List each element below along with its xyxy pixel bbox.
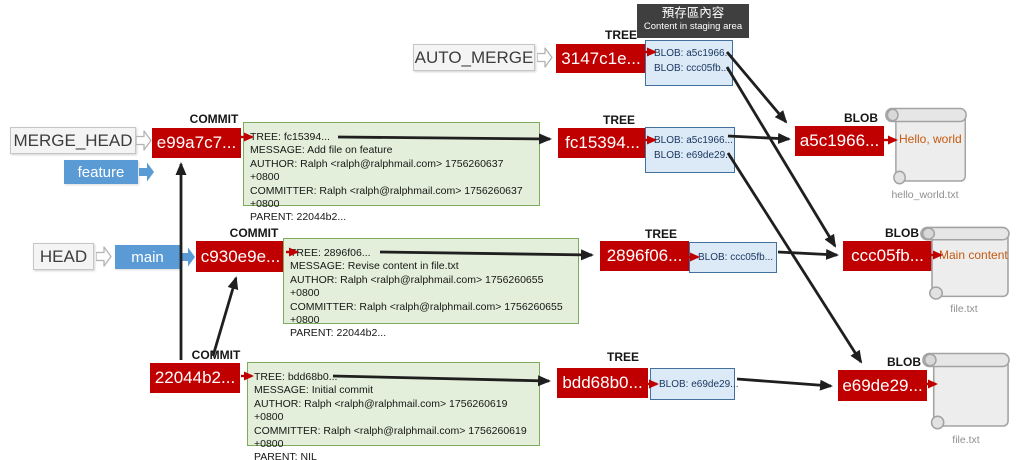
commit-line: COMMITTER: Ralph <ralph@ralphmail.com> 1… xyxy=(254,424,527,451)
ref-merge-head: MERGE_HEAD xyxy=(10,127,136,154)
commit-line: PARENT: 22044b2... xyxy=(250,211,347,224)
tree-label-feature: TREE xyxy=(602,113,635,127)
tree-entries-main: BLOB: ccc05fb... xyxy=(689,242,777,273)
commit-line: AUTHOR: Ralph <ralph@ralphmail.com> 1756… xyxy=(290,273,544,300)
branch-feature: feature xyxy=(64,160,138,184)
tree-entry: BLOB: a5c1966... xyxy=(654,135,733,146)
commit-line: COMMITTER: Ralph <ralph@ralphmail.com> 1… xyxy=(290,300,563,327)
branch-main: main xyxy=(115,245,180,269)
hollow-arrow-icon xyxy=(136,130,152,151)
hollow-arrow-icon xyxy=(96,246,112,267)
arrow-staged-entry-to-blob-main xyxy=(725,66,837,248)
commit-line: AUTHOR: Ralph <ralph@ralphmail.com> 1756… xyxy=(250,157,504,184)
commit-details-main: TREE: 2896f06... MESSAGE: Revise content… xyxy=(283,238,579,339)
tree-entries-feature: BLOB: a5c1966... BLOB: e69de29... xyxy=(645,127,735,173)
tree-entries-initial: BLOB: e69de29... xyxy=(650,368,739,400)
commit-label-initial: COMMIT xyxy=(191,348,241,362)
staging-note-en: Content in staging area xyxy=(643,21,743,32)
arrow-initial-entry-to-blob-empty xyxy=(736,377,833,391)
commit-line: PARENT: NIL xyxy=(254,451,317,460)
file-content-main: Main content xyxy=(939,248,1008,262)
tree-node-staged: 3147c1e... xyxy=(556,44,646,73)
commit-line: TREE: 2896f06... xyxy=(290,247,371,259)
arrow-main-entry-to-blob-main xyxy=(777,248,839,260)
commit-line: AUTHOR: Ralph <ralph@ralphmail.com> 1756… xyxy=(254,397,508,424)
commit-details-feature: TREE: fc15394... MESSAGE: Add file on fe… xyxy=(243,122,540,223)
tree-entry: BLOB: e69de29... xyxy=(659,378,739,390)
commit-line: PARENT: 22044b2... xyxy=(290,327,387,340)
commit-line: MESSAGE: Revise content in file.txt xyxy=(290,260,459,273)
solid-arrow-icon xyxy=(139,162,154,182)
commit-line: TREE: fc15394... xyxy=(250,131,330,143)
file-name-main: file.txt xyxy=(950,303,978,315)
scroll-file-icon xyxy=(885,107,967,185)
tree-node-initial: bdd68b0... xyxy=(557,368,648,398)
blob-label-hello: BLOB xyxy=(844,111,878,125)
tree-label-staged: TREE xyxy=(604,28,637,42)
arrow-initial-to-main-commit xyxy=(211,276,239,357)
commit-details-initial: TREE: bdd68b0... MESSAGE: Initial commit… xyxy=(247,362,540,460)
commit-node-feature: e99a7c7... xyxy=(152,128,241,158)
arrow-feature-entry-to-blob-hello xyxy=(727,132,791,144)
staging-area-note: 預存區內容 Content in staging area xyxy=(637,4,749,38)
staging-note-zh: 預存區內容 xyxy=(661,6,725,20)
file-name-empty: file.txt xyxy=(952,434,980,446)
commit-label-feature: COMMIT xyxy=(189,112,239,126)
tree-entries-staged: BLOB: a5c1966... BLOB: ccc05fb... xyxy=(645,40,733,86)
commit-line: COMMITTER: Ralph <ralph@ralphmail.com> 1… xyxy=(250,184,523,211)
file-content-hello: Hello, world xyxy=(899,132,962,146)
blob-label-empty: BLOB xyxy=(887,355,921,369)
commit-line: MESSAGE: Initial commit xyxy=(254,384,374,397)
ref-auto-merge: AUTO_MERGE xyxy=(413,44,535,71)
tree-entry: BLOB: a5c1966... xyxy=(654,48,733,59)
tree-node-main: 2896f06... xyxy=(600,241,689,271)
file-name-hello: hello_world.txt xyxy=(891,189,959,201)
commit-line: TREE: bdd68b0... xyxy=(254,371,338,383)
tree-entry: BLOB: ccc05fb... xyxy=(698,252,774,263)
tree-label-main: TREE xyxy=(644,227,677,241)
tree-entry: BLOB: e69de29... xyxy=(654,150,734,161)
tree-node-feature: fc15394... xyxy=(558,128,647,158)
ref-head: HEAD xyxy=(33,243,94,270)
commit-line: MESSAGE: Add file on feature xyxy=(250,144,393,157)
commit-node-initial: 22044b2... xyxy=(150,363,240,393)
tree-entry: BLOB: ccc05fb... xyxy=(654,63,730,74)
blob-node-hello: a5c1966... xyxy=(795,126,884,156)
solid-arrow-icon xyxy=(180,247,195,267)
commit-label-main: COMMIT xyxy=(229,226,279,240)
hollow-arrow-icon xyxy=(537,47,553,68)
tree-label-initial: TREE xyxy=(606,350,639,364)
blob-label-main-content: BLOB xyxy=(885,226,919,240)
scroll-file-icon xyxy=(922,352,1010,430)
commit-node-main: c930e9e... xyxy=(196,241,285,272)
arrow-staged-entry-to-blob-hello xyxy=(725,51,788,124)
scroll-file-icon xyxy=(920,226,1010,300)
blob-node-empty: e69de29... xyxy=(838,370,927,401)
